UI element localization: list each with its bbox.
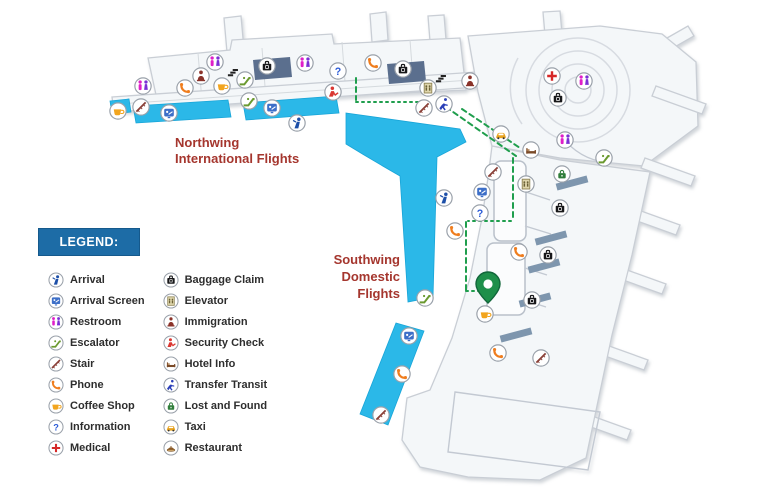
legend-item-label: Information bbox=[70, 420, 131, 433]
arrival-icon bbox=[435, 189, 453, 207]
legend-item-label: Escalator bbox=[70, 336, 120, 349]
legend-item-lost-and-found: Lost and Found bbox=[163, 398, 268, 414]
terminal-protrusion bbox=[369, 11, 389, 43]
legend-item-label: Restroom bbox=[70, 315, 122, 328]
transfer-transit-icon bbox=[163, 377, 179, 393]
legend-item-stair: Stair bbox=[48, 355, 145, 372]
legend-item-phone: Phone bbox=[48, 376, 145, 393]
baggage-claim-icon bbox=[163, 272, 179, 288]
legend-item-security-check: Security Check bbox=[163, 335, 268, 351]
legend-item-label: Security Check bbox=[184, 336, 265, 349]
current-location-pin[interactable] bbox=[475, 271, 501, 304]
legend-item-coffee-shop: Coffee Shop bbox=[48, 398, 145, 414]
phone-icon bbox=[48, 376, 64, 393]
baggage-belt-pad bbox=[387, 61, 426, 84]
arrival-icon bbox=[288, 114, 306, 132]
legend-item-label: Elevator bbox=[184, 294, 229, 307]
restroom-icon bbox=[48, 314, 64, 330]
escalator-icon bbox=[48, 335, 64, 351]
information-icon bbox=[48, 419, 64, 435]
central-concourse bbox=[345, 112, 467, 303]
legend-item-label: Baggage Claim bbox=[184, 273, 265, 286]
lost-and-found-icon bbox=[163, 398, 179, 414]
medical-icon bbox=[48, 440, 64, 456]
coffee-shop-icon bbox=[48, 398, 64, 414]
legend-item-label: Lost and Found bbox=[184, 399, 268, 412]
northwing-pier-1 bbox=[132, 99, 232, 124]
legend-item-label: Stair bbox=[70, 357, 95, 370]
legend-item-label: Transfer Transit bbox=[184, 378, 268, 391]
corridor bbox=[493, 160, 527, 242]
concourse-piers bbox=[109, 95, 467, 426]
immigration-icon bbox=[163, 314, 179, 330]
stair-icon bbox=[48, 355, 64, 372]
restroom-icon bbox=[134, 77, 152, 95]
legend-item-information: Information bbox=[48, 419, 145, 435]
legend-item-label: Coffee Shop bbox=[70, 399, 135, 412]
legend-item-escalator: Escalator bbox=[48, 335, 145, 351]
legend-item-restaurant: Restaurant bbox=[163, 440, 268, 456]
elevator-icon bbox=[163, 293, 179, 309]
rotunda bbox=[467, 25, 699, 167]
taxi-icon bbox=[163, 419, 179, 435]
legend-item-label: Immigration bbox=[184, 315, 248, 328]
legend-title: LEGEND: bbox=[38, 228, 140, 256]
legend-item-label: Taxi bbox=[184, 420, 206, 433]
legend-item-elevator: Elevator bbox=[163, 293, 268, 309]
legend-item-arrival: Arrival bbox=[48, 272, 145, 288]
gates-wing bbox=[401, 145, 651, 481]
baggage-belt-pad bbox=[253, 57, 292, 80]
gate-arm bbox=[640, 157, 696, 187]
pier-segment bbox=[109, 98, 132, 115]
legend-item-label: Arrival Screen bbox=[70, 294, 145, 307]
arrival-screen-icon bbox=[48, 293, 64, 309]
legend-item-transfer-transit: Transfer Transit bbox=[163, 377, 268, 393]
legend-item-label: Phone bbox=[70, 378, 104, 391]
legend-item-immigration: Immigration bbox=[163, 314, 268, 330]
legend-item-label: Hotel Info bbox=[184, 357, 236, 370]
restaurant-icon bbox=[163, 440, 179, 456]
arrival-icon bbox=[48, 272, 64, 288]
legend-item-restroom: Restroom bbox=[48, 314, 145, 330]
legend-item-arrival-screen: Arrival Screen bbox=[48, 293, 145, 309]
legend-item-label: Arrival bbox=[70, 273, 105, 286]
legend-item-taxi: Taxi bbox=[163, 419, 268, 435]
security-check-icon bbox=[163, 335, 179, 351]
gate-arm bbox=[651, 85, 707, 115]
legend-item-label: Restaurant bbox=[184, 441, 243, 454]
legend-item-hotel-info: Hotel Info bbox=[163, 356, 268, 372]
legend-item-baggage-claim: Baggage Claim bbox=[163, 272, 268, 288]
legend-item-label: Medical bbox=[70, 441, 111, 454]
terminal-protrusion bbox=[427, 14, 447, 42]
legend-item-medical: Medical bbox=[48, 440, 145, 456]
phone-icon bbox=[445, 221, 465, 241]
hotel-info-icon bbox=[163, 356, 179, 372]
